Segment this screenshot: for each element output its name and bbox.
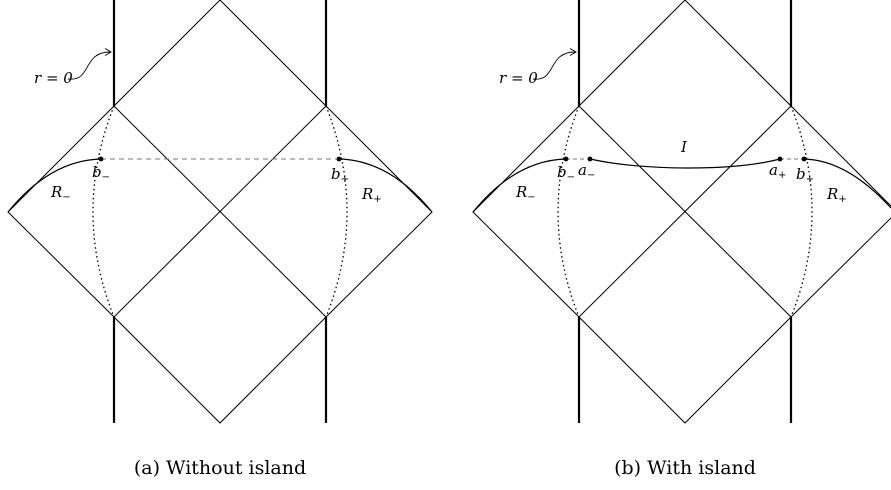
label-a-plus: a+ [769,161,786,181]
right-dotted-curve [790,105,813,318]
r-zero-label: r = 0 [499,69,538,87]
point-b-minus [563,156,569,162]
label-r-minus: R− [50,183,71,203]
label-r-minus: R− [515,183,536,203]
label-r-plus: R+ [826,185,847,205]
caption-b: (b) With island [614,457,756,479]
label-b-minus: b− [92,163,110,183]
horizon-line-2 [113,105,327,318]
left-radiation-curve [7,158,102,213]
left-radiation-curve [472,158,567,213]
r-zero-arrow [67,51,111,80]
r-zero-arrow [532,51,576,80]
horizon-line-2 [578,105,792,318]
point-a-minus [587,156,593,162]
point-b-minus [98,156,104,162]
r-zero-label: r = 0 [34,69,73,87]
island-curve [589,158,781,169]
panel-without-island: r = 0 R− R+ b− b+ (a) Without island [7,0,433,479]
label-b-plus: b+ [331,165,349,185]
r-zero-arrowhead [104,48,112,56]
label-b-minus: b− [557,163,575,183]
label-b-plus: b+ [796,165,814,185]
outer-diamond [472,0,891,424]
r-zero-arrowhead [569,48,577,56]
label-island: I [680,138,688,156]
point-b-plus [336,156,342,162]
point-b-plus [801,156,807,162]
right-radiation-curve [338,158,433,213]
caption-a: (a) Without island [134,457,306,479]
label-r-plus: R+ [361,185,382,205]
left-dotted-curve [557,105,580,318]
point-a-plus [777,156,783,162]
right-radiation-curve [803,158,891,209]
panel-with-island: r = 0 I R− R+ b− a− a+ b+ (b) With islan… [472,0,891,479]
left-dotted-curve [92,105,115,318]
label-a-minus: a− [578,161,595,181]
right-dotted-curve [325,105,348,318]
